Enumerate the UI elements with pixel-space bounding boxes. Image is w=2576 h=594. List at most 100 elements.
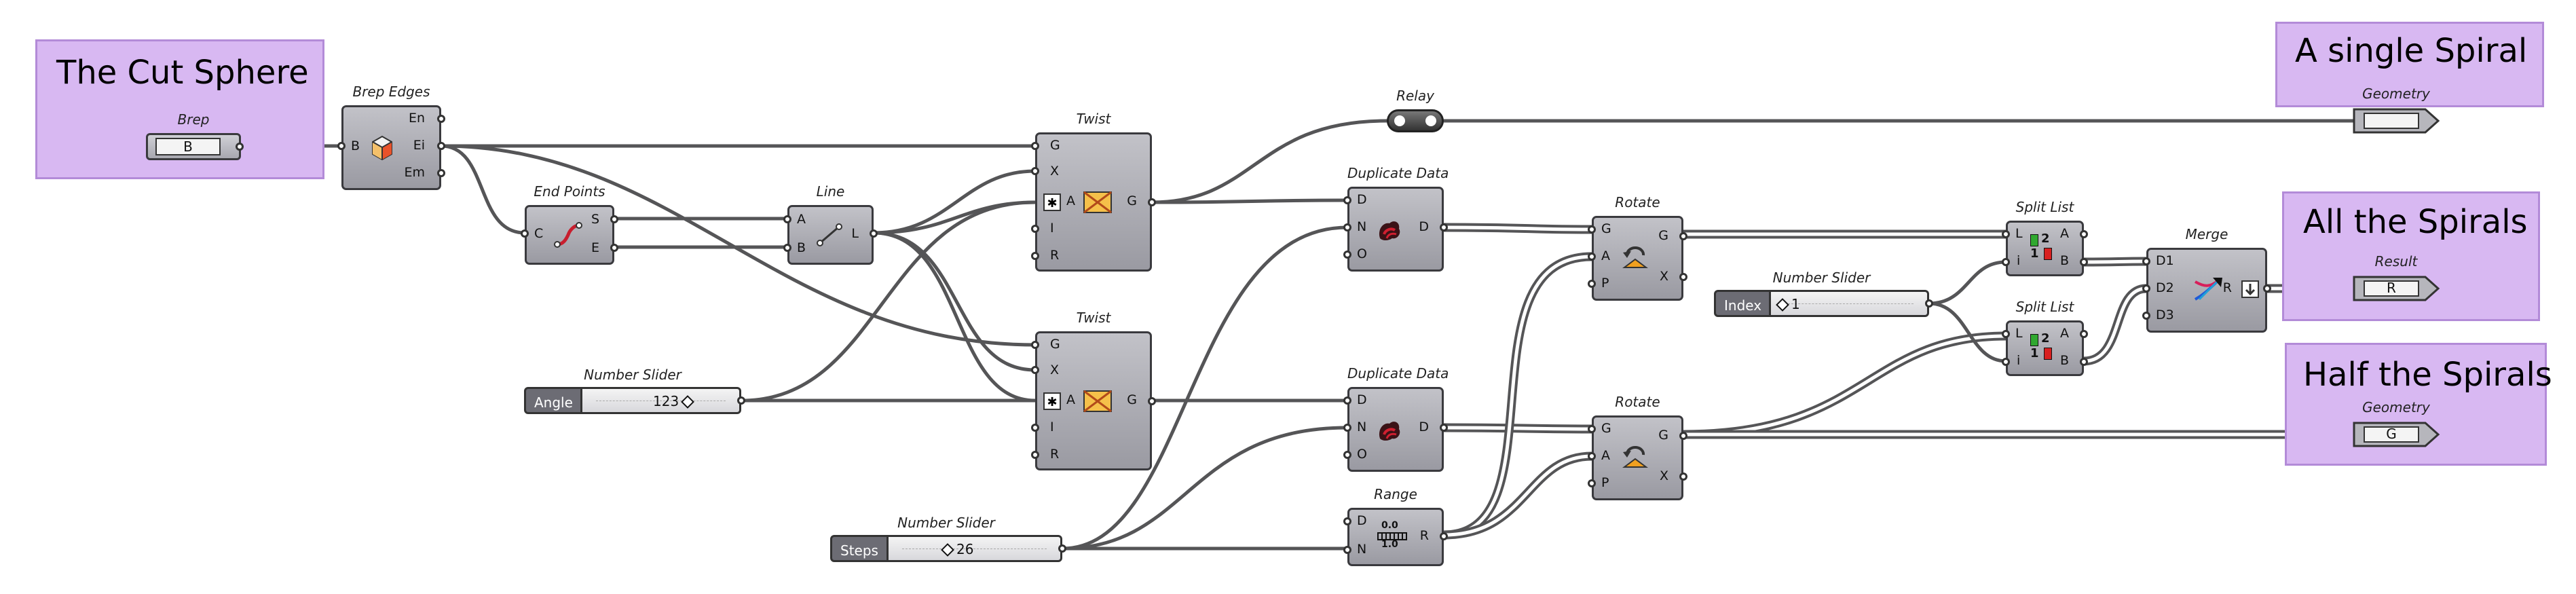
rotate-bottom-out-x: X <box>1659 468 1668 483</box>
angle-slider-out-grip[interactable] <box>737 396 745 405</box>
brep-edges-out-em-grip[interactable] <box>437 169 445 177</box>
line-in-b-grip[interactable] <box>783 244 791 252</box>
twist-top-in-g-grip[interactable] <box>1031 142 1039 150</box>
split-list-bottom-component[interactable]: Split List L i 2 1 A B <box>2002 299 2088 376</box>
end-points-out-s-grip[interactable] <box>610 215 618 223</box>
line-in-a-grip[interactable] <box>783 215 791 223</box>
twist-top-in-x-grip[interactable] <box>1031 167 1039 175</box>
merge-in-d3-grip[interactable] <box>2142 312 2150 320</box>
merge-in-d1-grip[interactable] <box>2142 257 2150 265</box>
end-points-component[interactable]: End Points C S E <box>521 183 618 265</box>
brep-edges-out-ei-grip[interactable] <box>437 142 445 150</box>
range-in-n-grip[interactable] <box>1343 546 1351 554</box>
relay-input-grip[interactable] <box>1394 115 1405 126</box>
rotate-bottom-in-p-grip[interactable] <box>1588 479 1596 487</box>
angle-slider-knob-icon[interactable] <box>681 395 694 409</box>
split-bottom-out-a-grip[interactable] <box>2080 330 2088 338</box>
end-points-in-c-grip[interactable] <box>521 229 529 238</box>
group-cut-sphere[interactable]: The Cut Sphere Brep B <box>35 39 324 179</box>
brep-edges-component[interactable]: Brep Edges B En Ei Em <box>337 83 445 190</box>
split-bottom-in-l-grip[interactable] <box>2002 330 2010 338</box>
split-top-in-l-grip[interactable] <box>2002 230 2010 238</box>
brep-param[interactable]: Brep B <box>146 111 244 160</box>
range-in-n: N <box>1357 542 1367 557</box>
line-out-l-grip[interactable] <box>870 229 878 238</box>
duplicate-data-top-component[interactable]: Duplicate Data D N O D <box>1343 165 1449 272</box>
relay-component[interactable]: Relay <box>1387 88 1444 132</box>
steps-slider-out-grip[interactable] <box>1058 544 1066 553</box>
merge-in-d2-grip[interactable] <box>2142 284 2150 293</box>
twist-top-in-r-grip[interactable] <box>1031 252 1039 260</box>
end-points-out-s: S <box>591 212 599 227</box>
dup-bottom-in-d-grip[interactable] <box>1343 396 1351 405</box>
twist-top-title: Twist <box>1076 111 1111 127</box>
twist-bottom-in-x-grip[interactable] <box>1031 366 1039 374</box>
twist-top-in-i-grip[interactable] <box>1031 225 1039 233</box>
twist-top-component[interactable]: Twist G X A I R ✱ G <box>1031 111 1156 272</box>
half-spirals-geometry-param[interactable]: Geometry G <box>2352 399 2440 448</box>
twist-bottom-in-r-grip[interactable] <box>1031 451 1039 459</box>
twist-bottom-in-x: X <box>1050 363 1060 377</box>
group-all-spirals[interactable]: All the Spirals <box>2282 191 2540 321</box>
all-spirals-result-param[interactable]: Result R <box>2352 253 2440 302</box>
rotate-bottom-in-a-grip[interactable] <box>1588 452 1596 460</box>
angle-slider[interactable]: Number Slider Angle 123 <box>524 367 745 414</box>
line-component[interactable]: Line A B L <box>783 183 878 265</box>
range-component[interactable]: Range D N 0.0 1.0 R <box>1343 486 1448 566</box>
split-bottom-out-b-grip[interactable] <box>2080 358 2088 366</box>
merge-out-r-grip[interactable] <box>2263 284 2271 293</box>
split-top-out-a-grip[interactable] <box>2080 230 2088 238</box>
rotate-top-in-p-grip[interactable] <box>1588 280 1596 288</box>
rotate-bottom-out-x-grip[interactable] <box>1679 472 1687 481</box>
range-in-d-grip[interactable] <box>1343 517 1351 525</box>
rotate-top-in-a-grip[interactable] <box>1588 253 1596 261</box>
rotate-top-in-g: G <box>1601 221 1611 236</box>
rotate-bottom-out-g-grip[interactable] <box>1679 432 1687 440</box>
steps-slider-title: Number Slider <box>897 515 995 531</box>
duplicate-data-top-title: Duplicate Data <box>1347 165 1449 181</box>
twist-bottom-in-i-grip[interactable] <box>1031 424 1039 432</box>
range-out-r-grip[interactable] <box>1440 532 1448 540</box>
end-points-out-e-grip[interactable] <box>610 244 618 252</box>
index-slider[interactable]: Number Slider Index 1 <box>1714 270 1933 317</box>
rotate-top-out-g-grip[interactable] <box>1679 232 1687 240</box>
group-single-spiral[interactable]: A single Spiral <box>2275 22 2544 107</box>
steps-slider-knob-icon[interactable] <box>941 543 954 557</box>
index-slider-track[interactable]: 1 <box>1771 290 1929 317</box>
rotate-top-in-g-grip[interactable] <box>1588 225 1596 234</box>
split-top-out-b-grip[interactable] <box>2080 258 2088 266</box>
brep-edges-in-b-grip[interactable] <box>337 142 346 150</box>
brep-output-grip[interactable] <box>236 143 244 151</box>
index-slider-knob-icon[interactable] <box>1776 298 1789 312</box>
dup-top-in-d-grip[interactable] <box>1343 196 1351 204</box>
dup-top-in-n-grip[interactable] <box>1343 223 1351 231</box>
twist-bottom-out-g-grip[interactable] <box>1148 397 1156 405</box>
rotate-bottom-in-g-grip[interactable] <box>1588 425 1596 433</box>
flatten-icon <box>2241 280 2259 301</box>
split-bottom-in-i-grip[interactable] <box>2002 358 2010 366</box>
dup-top-out-d-grip[interactable] <box>1440 223 1448 231</box>
brep-edges-out-en-grip[interactable] <box>437 115 445 123</box>
dup-bottom-in-n-grip[interactable] <box>1343 424 1351 432</box>
rotate-bottom-component[interactable]: Rotate G A P G X <box>1588 394 1687 500</box>
single-spiral-geometry-param[interactable]: Geometry <box>2352 86 2440 134</box>
dup-bottom-out-d-grip[interactable] <box>1440 424 1448 432</box>
rotate-top-out-x-grip[interactable] <box>1679 273 1687 281</box>
dup-bottom-in-o-grip[interactable] <box>1343 451 1351 459</box>
twist-top-out-g-grip[interactable] <box>1148 198 1156 206</box>
steps-slider-track[interactable]: 26 <box>889 535 1062 562</box>
angle-slider-track[interactable]: 123 <box>582 387 741 414</box>
index-slider-out-grip[interactable] <box>1925 299 1933 308</box>
twist-bottom-component[interactable]: Twist G X A I R ✱ G <box>1031 310 1156 470</box>
steps-slider[interactable]: Number Slider Steps 26 <box>830 515 1066 562</box>
relay-output-grip[interactable] <box>1425 115 1436 126</box>
duplicate-data-bottom-component[interactable]: Duplicate Data D N O D <box>1343 365 1449 472</box>
dup-top-in-o-grip[interactable] <box>1343 250 1351 259</box>
split-list-top-component[interactable]: Split List L i 2 1 A B <box>2002 199 2088 276</box>
merge-component[interactable]: Merge D1 D2 D3 R <box>2142 226 2271 333</box>
merge-in-d1: D1 <box>2156 253 2174 268</box>
twist-bottom-in-g-grip[interactable] <box>1031 341 1039 349</box>
split-top-in-i-grip[interactable] <box>2002 258 2010 266</box>
rotate-top-component[interactable]: Rotate G A P G X <box>1588 194 1687 301</box>
